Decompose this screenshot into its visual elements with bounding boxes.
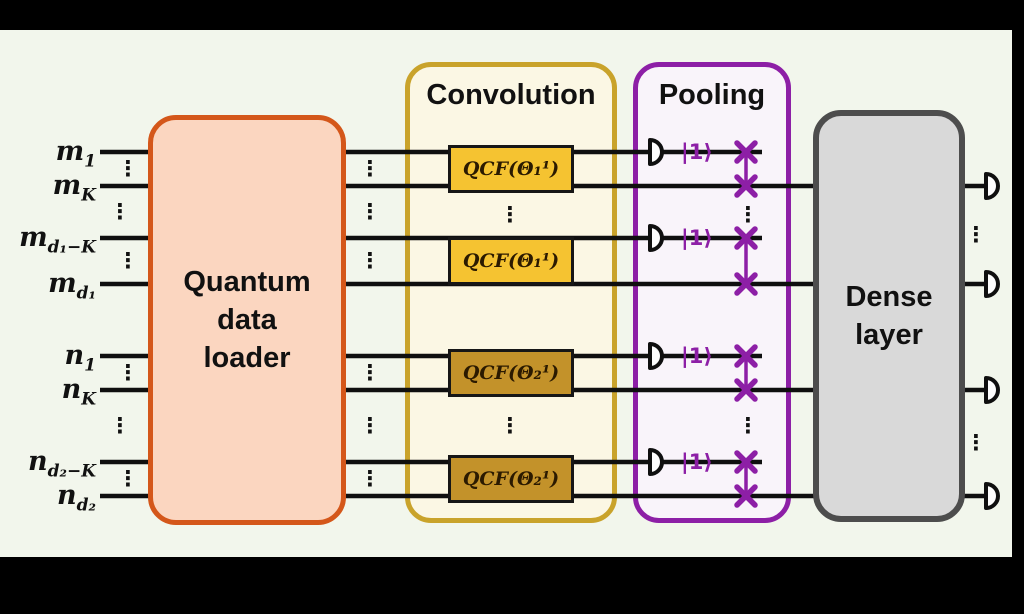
input-label-mK: mK [52,170,96,206]
input-label-nd2: nd₂ [57,480,96,516]
input-label-n1: n1 [64,340,96,376]
vertical-dots: ⋮ [359,413,381,438]
x-gate-icon [734,344,758,368]
measurement-icon [648,224,664,252]
vertical-dots: ⋮ [737,202,759,227]
input-label-md1: md₁ [48,268,96,304]
vertical-dots: ⋮ [359,466,381,491]
qcf-gate-3: QCF(Θ₂¹) [448,349,574,397]
dense-label-line: Dense [845,280,933,313]
qcf-gate-label: QCF(Θ₁¹) [462,250,560,272]
vertical-dots: ⋮ [965,222,987,247]
measurement-icon [984,376,1000,404]
qcf-gate-label: QCF(Θ₂¹) [462,362,560,384]
pooling-group: Pooling [633,62,791,523]
x-gate-icon [734,378,758,402]
vertical-dots: ⋮ [965,430,987,455]
vertical-dots: ⋮ [737,413,759,438]
input-label-md1-K: md₁−K [19,222,96,258]
vertical-dots: ⋮ [117,156,139,181]
loader-label-line: loader [203,342,291,375]
qcf-gate-4: QCF(Θ₂¹) [448,455,574,503]
vertical-dots: ⋮ [359,248,381,273]
vertical-dots: ⋮ [117,248,139,273]
x-gate-icon [734,484,758,508]
vertical-dots: ⋮ [109,199,131,224]
ket-one-label: |1⟩ [681,450,713,474]
measurement-icon [984,172,1000,200]
measurement-icon [984,270,1000,298]
dense-layer-block: Dense layer [813,110,965,522]
convolution-title: Convolution [426,79,596,111]
measurement-icon [648,448,664,476]
convolution-group: Convolution [405,62,617,523]
input-label-m1: m1 [55,136,96,172]
input-label-nK: nK [61,374,96,410]
ket-one-label: |1⟩ [681,140,713,164]
measurement-icon [648,342,664,370]
vertical-dots: ⋮ [359,199,381,224]
pooling-title: Pooling [658,79,766,111]
qcf-gate-label: QCF(Θ₁¹) [462,158,560,180]
x-gate-icon [734,450,758,474]
measurement-icon [648,138,664,166]
vertical-dots: ⋮ [359,156,381,181]
loader-label-line: Quantum [183,265,311,298]
x-gate-icon [734,226,758,250]
qcf-gate-1: QCF(Θ₁¹) [448,145,574,193]
quantum-data-loader-block: Quantum data loader [148,115,346,525]
qcf-gate-label: QCF(Θ₂¹) [462,468,560,490]
x-gate-icon [734,140,758,164]
ket-one-label: |1⟩ [681,226,713,250]
measurement-icon [984,482,1000,510]
vertical-dots: ⋮ [117,466,139,491]
vertical-dots: ⋮ [499,413,521,438]
loader-label-line: data [217,303,277,336]
vertical-dots: ⋮ [359,360,381,385]
input-label-nd2-K: nd₂−K [28,446,96,482]
ket-one-label: |1⟩ [681,344,713,368]
vertical-dots: ⋮ [499,202,521,227]
dense-label-line: layer [855,319,923,351]
x-gate-icon [734,174,758,198]
qcf-gate-2: QCF(Θ₁¹) [448,237,574,285]
x-gate-icon [734,272,758,296]
vertical-dots: ⋮ [109,413,131,438]
vertical-dots: ⋮ [117,360,139,385]
